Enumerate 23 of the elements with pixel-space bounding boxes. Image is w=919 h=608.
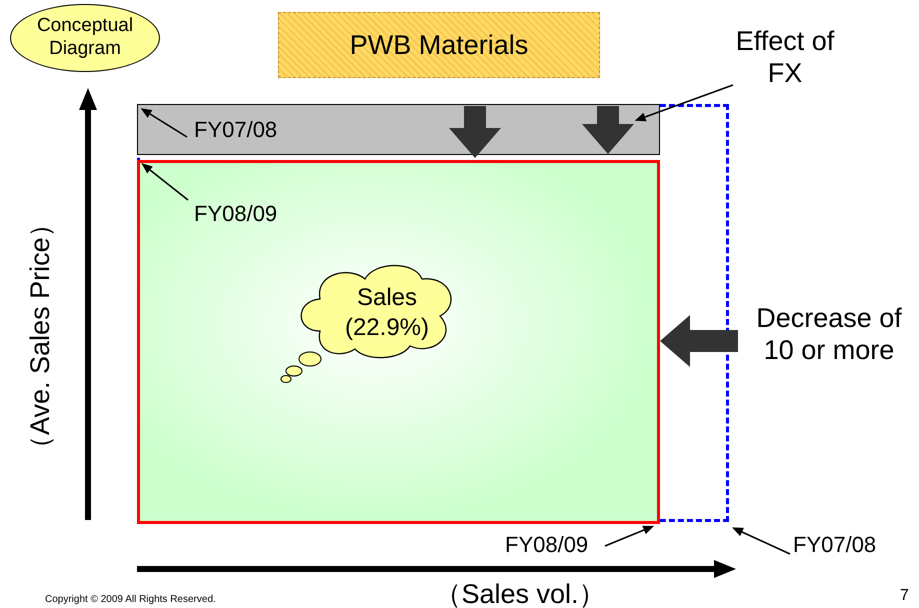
axis-label: （Sales vol.）: [433, 578, 607, 608]
decrease-text: Decrease of 10 or more: [740, 302, 918, 382]
previous-period-outline: [137, 104, 729, 522]
effect-text: Effect of FX: [730, 25, 840, 105]
leader-arrow: [732, 527, 790, 555]
page-number: 7: [900, 586, 909, 606]
period-text: FY07/08: [793, 532, 893, 560]
leader-arrow: [140, 108, 188, 138]
title-ellipse: Conceptual Diagram: [10, 4, 160, 72]
block-arrow: [449, 106, 501, 158]
block-arrow: [660, 315, 738, 367]
leader-arrow: [604, 526, 654, 547]
material-box: PWB Materials: [278, 12, 600, 78]
leader-arrow: [141, 163, 188, 201]
period-text: FY07/08: [194, 117, 294, 145]
price-drop-band: [137, 104, 660, 155]
period-text: FY08/09: [505, 532, 605, 560]
axis-label: （Ave. Sales Price）: [24, 209, 56, 464]
block-arrow: [582, 106, 634, 154]
leader-arrow: [634, 84, 734, 122]
current-period-area: [137, 160, 660, 524]
period-text: FY08/09: [194, 201, 294, 229]
copyright-note: Copyright © 2009 All Rights Reserved.: [45, 594, 216, 606]
